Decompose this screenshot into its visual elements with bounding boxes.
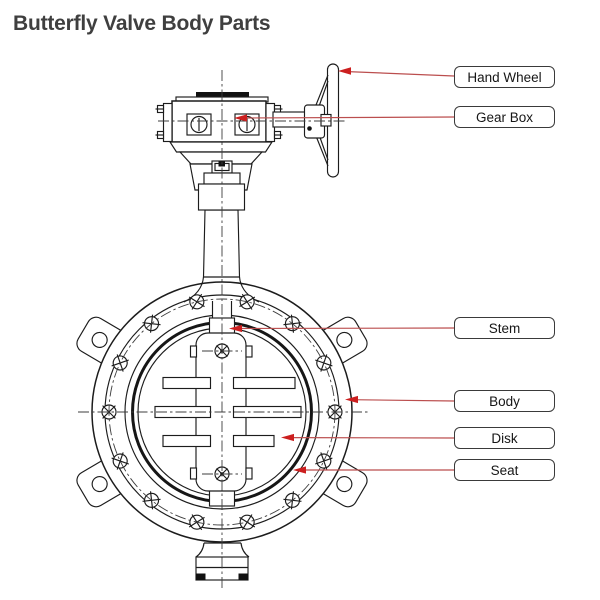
arrowhead-hand-wheel [338,67,351,75]
leader-body [345,395,455,404]
gearbox-cap [196,92,249,98]
label-disk: Disk [454,427,555,449]
label-hand-wheel: Hand Wheel [454,66,555,88]
leader-gear-box [234,114,455,122]
leader-hand-wheel [338,67,455,77]
leader-disk [281,433,455,442]
leader-stem [229,324,455,333]
label-seat: Seat [454,459,555,481]
arrowhead-disk [281,433,294,442]
pedestal-drawing [195,542,250,581]
label-stem: Stem [454,317,555,339]
disk-drawing [154,317,302,507]
arrowhead-gear-box [234,114,247,122]
label-body: Body [454,390,555,412]
leader-lines [229,67,455,474]
label-gear-box: Gear Box [454,106,555,128]
leader-seat [293,466,454,474]
arrowhead-stem [229,324,242,333]
hand-wheel-drawing [272,63,340,178]
arrowhead-body [345,395,358,404]
centerlines [78,70,368,588]
wheel-shaft [272,111,307,128]
page-title: Butterfly Valve Body Parts [13,12,271,35]
gear-box-drawing [155,92,283,211]
arrowhead-seat [293,466,306,474]
